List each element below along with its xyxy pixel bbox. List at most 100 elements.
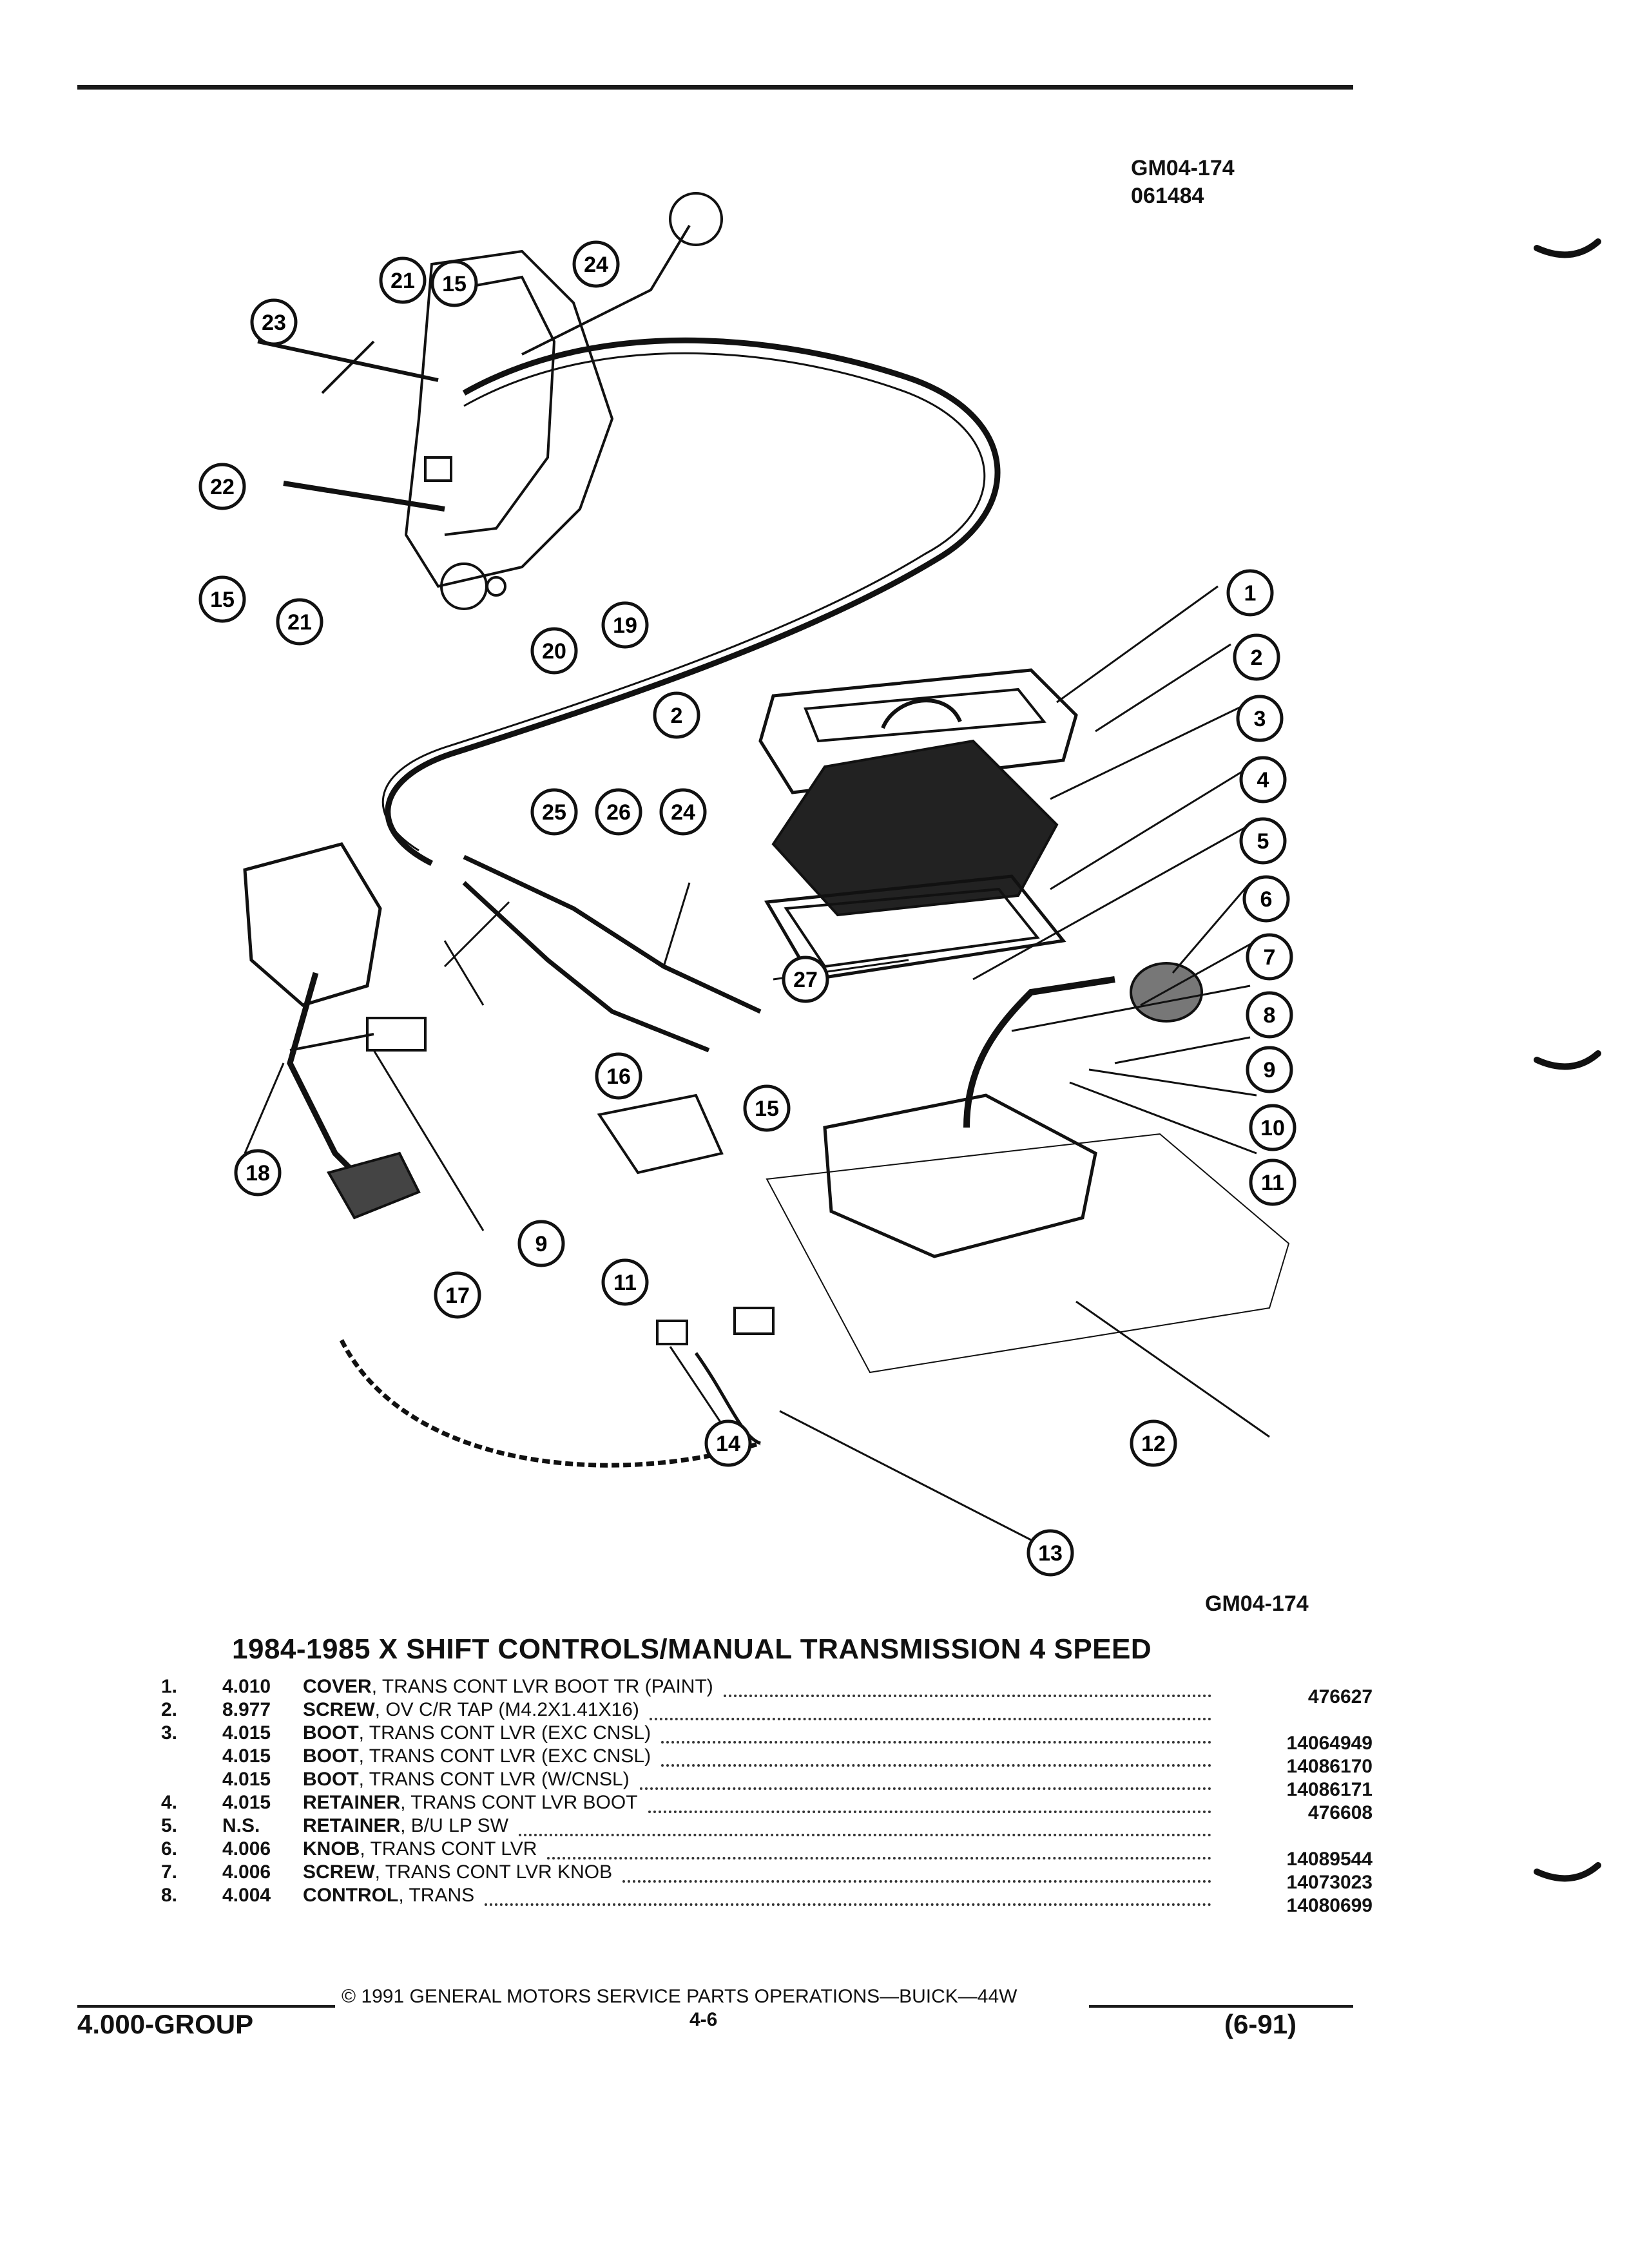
diagram-drawing	[243, 192, 1290, 1541]
part-description: COVER, TRANS CONT LVR BOOT TR (PAINT)	[303, 1675, 713, 1698]
part-name: BOOT	[303, 1769, 359, 1790]
dot-leader	[661, 1728, 1211, 1744]
clutch-pedal-pad	[326, 1151, 421, 1220]
callout-26: 26	[606, 800, 631, 825]
pedal-switch	[366, 1017, 427, 1052]
boot-retainer	[764, 874, 1066, 981]
page-title: 1984-1985 X SHIFT CONTROLS/MANUAL TRANSM…	[232, 1633, 1152, 1665]
group-number: 4.015	[222, 1722, 271, 1744]
callout-27: 27	[793, 968, 818, 992]
callout-8: 8	[1264, 1003, 1276, 1028]
cable-bracket	[597, 1093, 724, 1175]
item-number: 1.	[161, 1676, 178, 1697]
item-number: 4.	[161, 1792, 178, 1813]
edge-mark-middle	[1534, 1050, 1601, 1070]
part-detail: , B/U LP SW	[400, 1815, 508, 1836]
top-rule	[77, 85, 1353, 90]
group-number: 8.977	[222, 1699, 271, 1720]
callout-6: 6	[1260, 887, 1273, 912]
part-detail: , TRANS CONT LVR	[360, 1838, 537, 1860]
part-detail: , TRANS CONT LVR KNOB	[374, 1861, 613, 1883]
dot-leader	[648, 1798, 1211, 1813]
callout-9-left: 9	[535, 1232, 548, 1256]
dot-leader	[724, 1682, 1211, 1697]
part-description: RETAINER, TRANS CONT LVR BOOT	[303, 1791, 638, 1814]
wiring-harness	[339, 1339, 762, 1468]
group-number: 4.015	[222, 1769, 271, 1790]
group-number: 4.004	[222, 1885, 271, 1906]
reference-code-block: GM04-174 061484	[1131, 155, 1235, 209]
callout-18: 18	[246, 1161, 270, 1186]
part-description: BOOT, TRANS CONT LVR (EXC CNSL)	[303, 1722, 651, 1745]
part-description: SCREW, OV C/R TAP (M4.2X1.41X16)	[303, 1698, 639, 1722]
callout-12: 12	[1141, 1432, 1166, 1456]
part-name: KNOB	[303, 1838, 360, 1860]
footer-page-number: 4-6	[689, 2009, 718, 2030]
callout-5: 5	[1257, 829, 1269, 854]
part-description: KNOB, TRANS CONT LVR	[303, 1838, 537, 1861]
floor-pan	[766, 1133, 1290, 1374]
shift-knob	[1130, 962, 1203, 1023]
dot-leader	[519, 1821, 1211, 1836]
callout-3: 3	[1254, 707, 1266, 731]
footer-group: 4.000-GROUP	[77, 2009, 254, 2039]
shift-cable	[385, 337, 1001, 867]
callout-13: 13	[1038, 1541, 1063, 1566]
group-number: 4.015	[222, 1745, 271, 1767]
distributor-cap	[669, 192, 723, 246]
backup-lamp-switch	[656, 1320, 688, 1345]
group-number: 4.006	[222, 1861, 271, 1883]
callout-21: 21	[390, 269, 415, 293]
callout-24: 24	[584, 253, 608, 277]
footer-rule-left	[77, 2005, 335, 2008]
linkage-spring-rod	[283, 481, 445, 512]
part-description: CONTROL, TRANS	[303, 1884, 474, 1907]
footer-revision: (6-91)	[1224, 2009, 1297, 2039]
shift-control-assembly	[823, 1093, 1097, 1258]
part-number: 476608	[1307, 1802, 1373, 1823]
group-number: 4.010	[222, 1676, 271, 1697]
part-number: 14064949	[1286, 1733, 1373, 1754]
callout-2: 2	[1251, 646, 1263, 670]
callout-23: 23	[262, 311, 286, 335]
shift-boot	[771, 739, 1059, 917]
item-number: 2.	[161, 1699, 178, 1720]
parts-list-row: 2. 8.977 SCREW, OV C/R TAP (M4.2X1.41X16)	[161, 1698, 1373, 1722]
dot-leader	[650, 1705, 1211, 1720]
callout-15: 15	[442, 272, 467, 296]
part-description: SCREW, TRANS CONT LVR KNOB	[303, 1861, 612, 1884]
callout-1: 1	[1244, 581, 1257, 606]
callout-20: 20	[542, 639, 566, 664]
reference-date: 061484	[1131, 183, 1204, 208]
part-name: RETAINER	[303, 1792, 401, 1813]
dot-leader	[640, 1774, 1211, 1790]
callout-21-lower: 21	[287, 610, 312, 635]
callout-17: 17	[445, 1283, 470, 1308]
callout-circles: 1 2 3 4 5 6 7 8 9 10 11 12 13 14 15 16 1…	[198, 240, 1296, 1577]
part-number: 476627	[1307, 1686, 1373, 1707]
item-number: 8.	[161, 1885, 178, 1906]
part-name: SCREW	[303, 1699, 375, 1720]
dot-leader	[622, 1867, 1211, 1883]
callout-10: 10	[1260, 1116, 1285, 1140]
part-name: RETAINER	[303, 1815, 401, 1836]
harness-connector	[733, 1307, 775, 1335]
part-description: RETAINER, B/U LP SW	[303, 1814, 508, 1838]
parts-list: 1. 4.010 COVER, TRANS CONT LVR BOOT TR (PA…	[161, 1675, 1373, 1916]
callout-15-left: 15	[210, 588, 235, 612]
shift-lever	[963, 976, 1115, 1128]
reference-code: GM04-174	[1131, 156, 1235, 180]
callout-7: 7	[1264, 945, 1276, 970]
part-number: 14086170	[1286, 1756, 1373, 1777]
part-detail: , TRANS CONT LVR (EXC CNSL)	[358, 1745, 651, 1767]
footer-rule-right	[1089, 2005, 1353, 2008]
item-number: 7.	[161, 1861, 178, 1883]
part-number: 14089544	[1286, 1849, 1373, 1870]
parts-list-row: 1. 4.010 COVER, TRANS CONT LVR BOOT TR (PA…	[161, 1675, 1373, 1707]
diagram-caption-code: GM04-174	[1205, 1591, 1309, 1616]
